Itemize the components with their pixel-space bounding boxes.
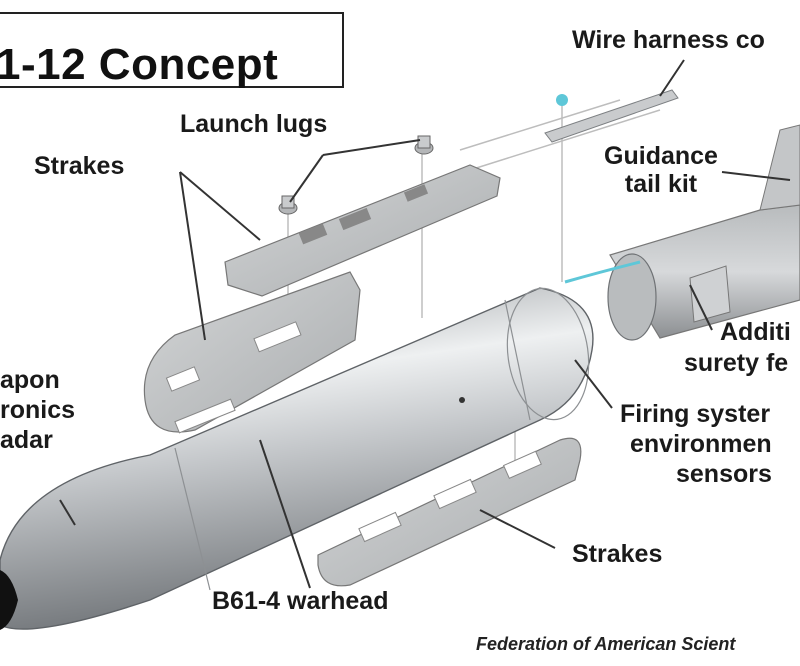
connector-dot xyxy=(556,94,568,106)
diagram-title: 1-12 Concept xyxy=(0,40,279,89)
label-weapon-line2: ronics xyxy=(0,396,76,424)
launch-lug-left xyxy=(278,195,298,215)
label-additional-line1: Additi xyxy=(720,318,791,346)
label-strakes-top: Strakes xyxy=(34,152,125,180)
launch-lug-right xyxy=(414,135,434,155)
label-wire-harness: Wire harness co xyxy=(572,26,765,54)
wire-harness-cable xyxy=(564,260,641,284)
label-weapon-line1: apon xyxy=(0,366,60,394)
label-guidance-line1: Guidance xyxy=(604,142,718,170)
guidance-tail-kit xyxy=(564,124,800,341)
leader-lines xyxy=(59,59,791,589)
label-strakes-bottom: Strakes xyxy=(572,540,663,568)
label-guidance-tail-kit: Guidance tail kit xyxy=(596,142,726,198)
label-firing-line1: Firing syster xyxy=(620,400,771,428)
wire-harness-cover xyxy=(544,89,679,143)
label-firing-line2: environmen xyxy=(630,430,772,458)
label-additional-line2: surety fe xyxy=(684,349,789,377)
left-strake xyxy=(143,271,361,434)
label-guidance-line2: tail kit xyxy=(624,170,698,198)
upper-strake-panel xyxy=(224,135,501,297)
nose-cone xyxy=(0,570,18,630)
source-credit: Federation of American Scient xyxy=(476,634,736,654)
b61-warhead-body xyxy=(0,287,594,630)
label-firing-line3: sensors xyxy=(676,460,772,488)
title-box: 1-12 Concept xyxy=(0,12,344,89)
label-weapon-line3: adar xyxy=(0,426,53,454)
lower-strake xyxy=(317,437,582,587)
label-launch-lugs: Launch lugs xyxy=(180,110,328,138)
label-warhead: B61-4 warhead xyxy=(212,587,389,615)
